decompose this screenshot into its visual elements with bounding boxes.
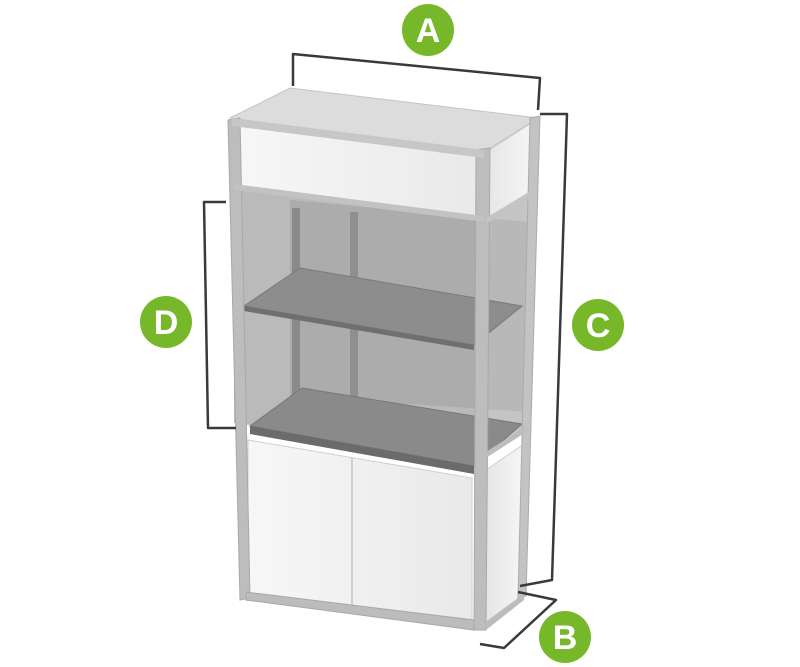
frame-rail-bottom-side — [486, 594, 524, 630]
badge-width: A — [402, 4, 454, 56]
bottom-shelf-edge — [250, 426, 474, 474]
badge-label: D — [154, 304, 179, 342]
bracket-c — [519, 112, 569, 588]
badge-glass-height: D — [140, 296, 192, 348]
badge-label: B — [553, 619, 578, 657]
badge-circle — [572, 299, 624, 351]
dimension-badges: A B C D — [140, 4, 624, 663]
badge-label: A — [416, 12, 441, 50]
bracket-a — [291, 52, 542, 111]
badge-circle — [402, 4, 454, 56]
frame-rail-top-front — [232, 118, 484, 158]
badge-height: C — [572, 299, 624, 351]
badge-label: C — [586, 307, 611, 345]
middle-shelf — [242, 267, 524, 346]
badge-depth: B — [539, 611, 591, 663]
dimension-brackets — [202, 52, 569, 650]
badge-circle — [539, 611, 591, 663]
frame-post-back-right — [517, 115, 541, 599]
bracket-b — [479, 590, 558, 650]
cabinet — [227, 87, 541, 631]
frame-rail-bottom-front — [245, 591, 475, 631]
middle-shelf-edge — [244, 306, 474, 350]
frame-rail-mid-front — [234, 184, 484, 222]
frame-rail-shelf-side — [486, 426, 526, 458]
frame-rail-header-side — [486, 190, 532, 224]
bracket-d — [202, 200, 236, 430]
glass-side — [486, 194, 530, 455]
badge-circle — [140, 296, 192, 348]
